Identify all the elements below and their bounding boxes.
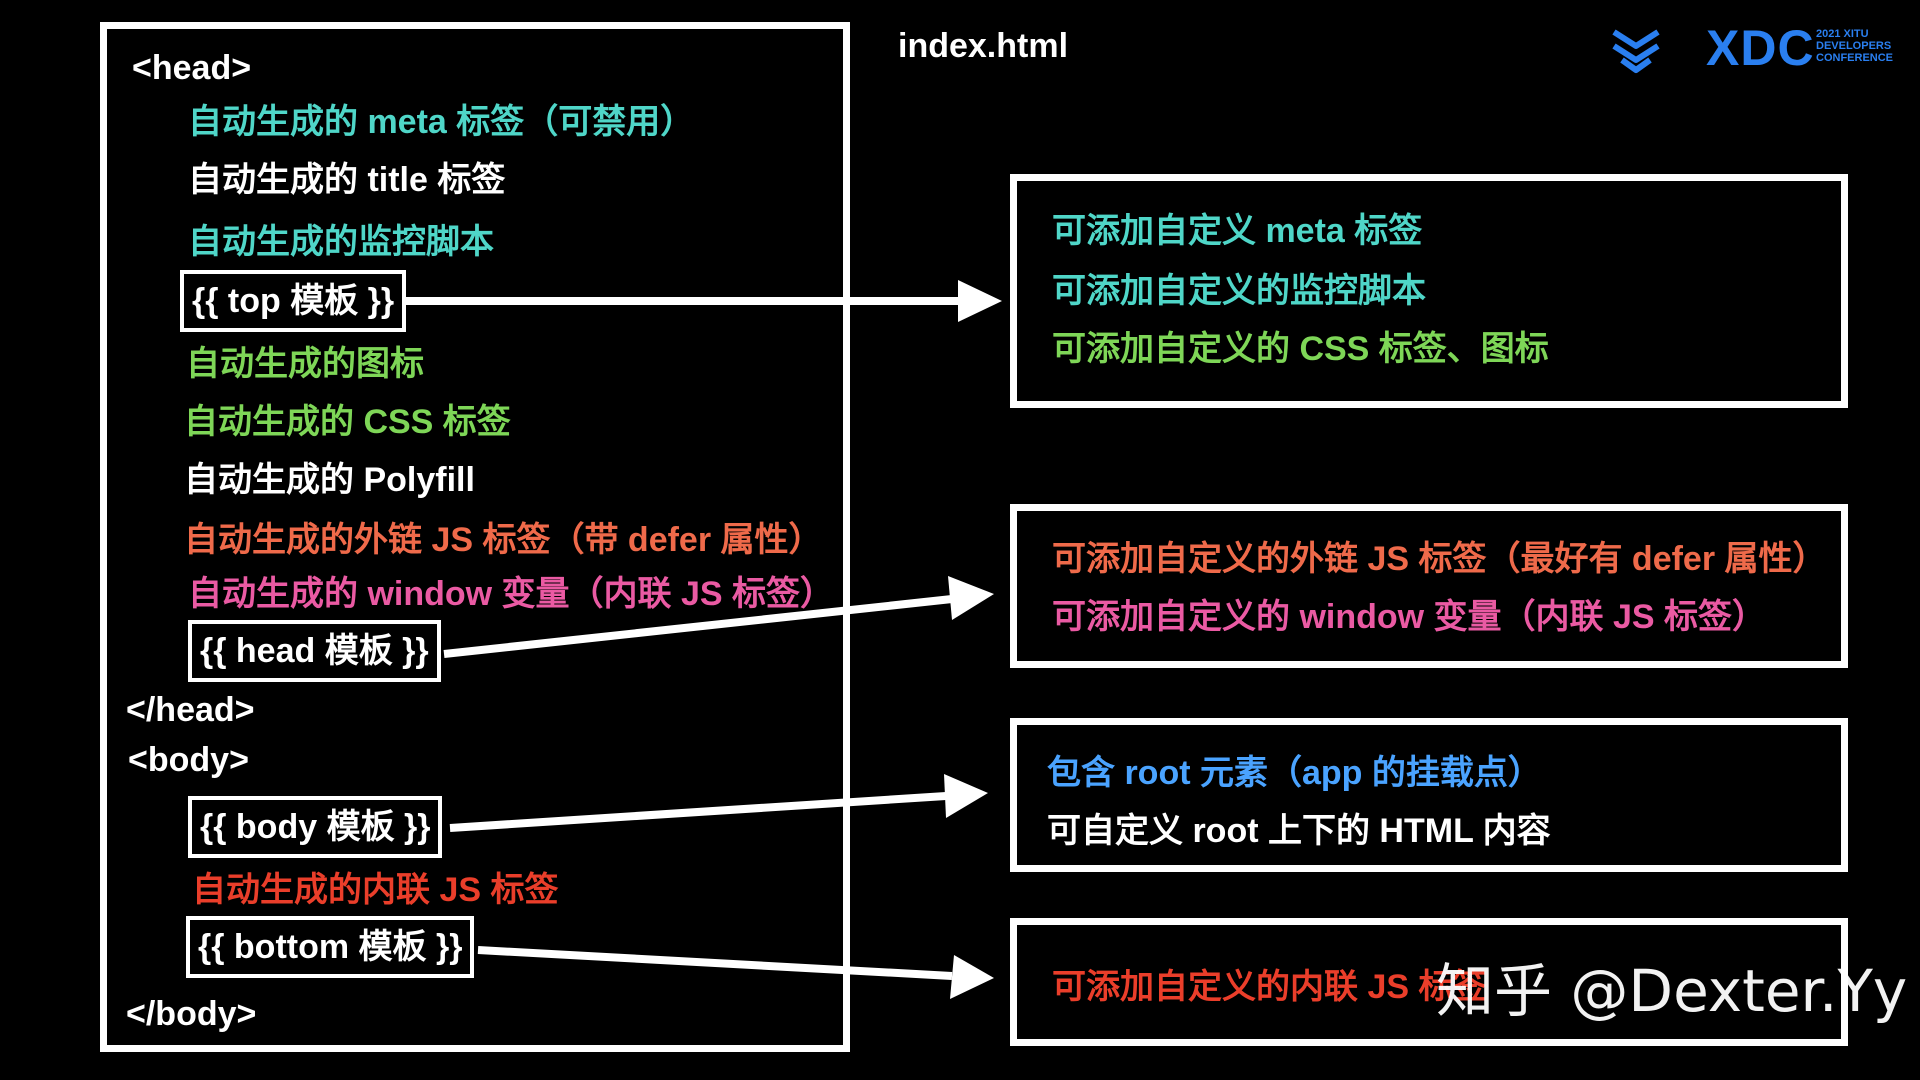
auto-polyfill-line: 自动生成的 Polyfill — [184, 461, 475, 499]
auto-meta-line: 自动生成的 meta 标签（可禁用） — [188, 103, 695, 141]
desc-custom-window-var: 可添加自定义的 window 变量（内联 JS 标签） — [1052, 598, 1767, 636]
bottom-template-label: {{ bottom 模板 }} — [198, 928, 463, 966]
html-structure-panel — [100, 22, 850, 1052]
file-title: index.html — [898, 27, 1069, 65]
logo-wordmark: XDC — [1706, 20, 1815, 76]
desc-custom-css-icon: 可添加自定义的 CSS 标签、图标 — [1052, 330, 1549, 368]
chevrons-down-icon — [1612, 29, 1660, 73]
logo-subline: 2021 XITU — [1816, 28, 1869, 40]
body-open-tag: <body> — [128, 741, 249, 779]
desc-custom-inline-js: 可添加自定义的内联 JS 标签 — [1052, 968, 1487, 1006]
logo-subtext: 2021 XITU DEVELOPERS CONFERENCE — [1816, 28, 1893, 64]
arrow-body-to-box3 — [449, 774, 988, 832]
top-template-label: {{ top 模板 }} — [192, 282, 395, 320]
arrow-top-to-box1 — [402, 280, 1002, 322]
head-template-desc-box: 可添加自定义的外链 JS 标签（最好有 defer 属性） 可添加自定义的 wi… — [1010, 504, 1848, 668]
auto-monitor-line: 自动生成的监控脚本 — [188, 223, 494, 261]
auto-external-js-line: 自动生成的外链 JS 标签（带 defer 属性） — [184, 521, 823, 559]
desc-custom-monitor: 可添加自定义的监控脚本 — [1052, 272, 1426, 310]
logo-subline: CONFERENCE — [1816, 52, 1894, 64]
head-close-tag: </head> — [126, 691, 255, 729]
arrow-head-to-box2 — [443, 576, 994, 658]
body-template-desc-box: 包含 root 元素（app 的挂载点） 可自定义 root 上下的 HTML … — [1010, 718, 1848, 872]
bottom-template-desc-box: 可添加自定义的内联 JS 标签 — [1010, 918, 1848, 1046]
body-template-box: {{ body 模板 }} — [188, 796, 443, 858]
zhihu-watermark: 知乎 @Dexter.Yy — [1436, 957, 1908, 1025]
body-close-tag: </body> — [126, 995, 257, 1033]
auto-icon-line: 自动生成的图标 — [186, 345, 424, 383]
desc-custom-root-html: 可自定义 root 上下的 HTML 内容 — [1047, 812, 1551, 850]
auto-window-var-line: 自动生成的 window 变量（内联 JS 标签） — [188, 575, 835, 613]
auto-inline-js-line: 自动生成的内联 JS 标签 — [192, 871, 559, 909]
top-template-box: {{ top 模板 }} — [180, 270, 407, 332]
logo-subline: DEVELOPERS — [1816, 40, 1892, 52]
bottom-template-box: {{ bottom 模板 }} — [186, 916, 475, 978]
desc-root-element: 包含 root 元素（app 的挂载点） — [1047, 754, 1542, 792]
conference-logo: XDC 2021 XITU DEVELOPERS CONFERENCE — [1608, 20, 1908, 80]
head-template-label: {{ head 模板 }} — [200, 632, 429, 670]
top-template-desc-box: 可添加自定义 meta 标签 可添加自定义的监控脚本 可添加自定义的 CSS 标… — [1010, 174, 1848, 408]
head-template-box: {{ head 模板 }} — [188, 620, 441, 682]
desc-custom-external-js: 可添加自定义的外链 JS 标签（最好有 defer 属性） — [1052, 540, 1827, 578]
head-open-tag: <head> — [132, 49, 252, 87]
auto-css-line: 自动生成的 CSS 标签 — [184, 403, 511, 441]
arrow-bottom-to-box4 — [477, 946, 994, 999]
desc-custom-meta: 可添加自定义 meta 标签 — [1052, 212, 1423, 250]
auto-title-line: 自动生成的 title 标签 — [188, 161, 506, 199]
body-template-label: {{ body 模板 }} — [200, 808, 431, 846]
